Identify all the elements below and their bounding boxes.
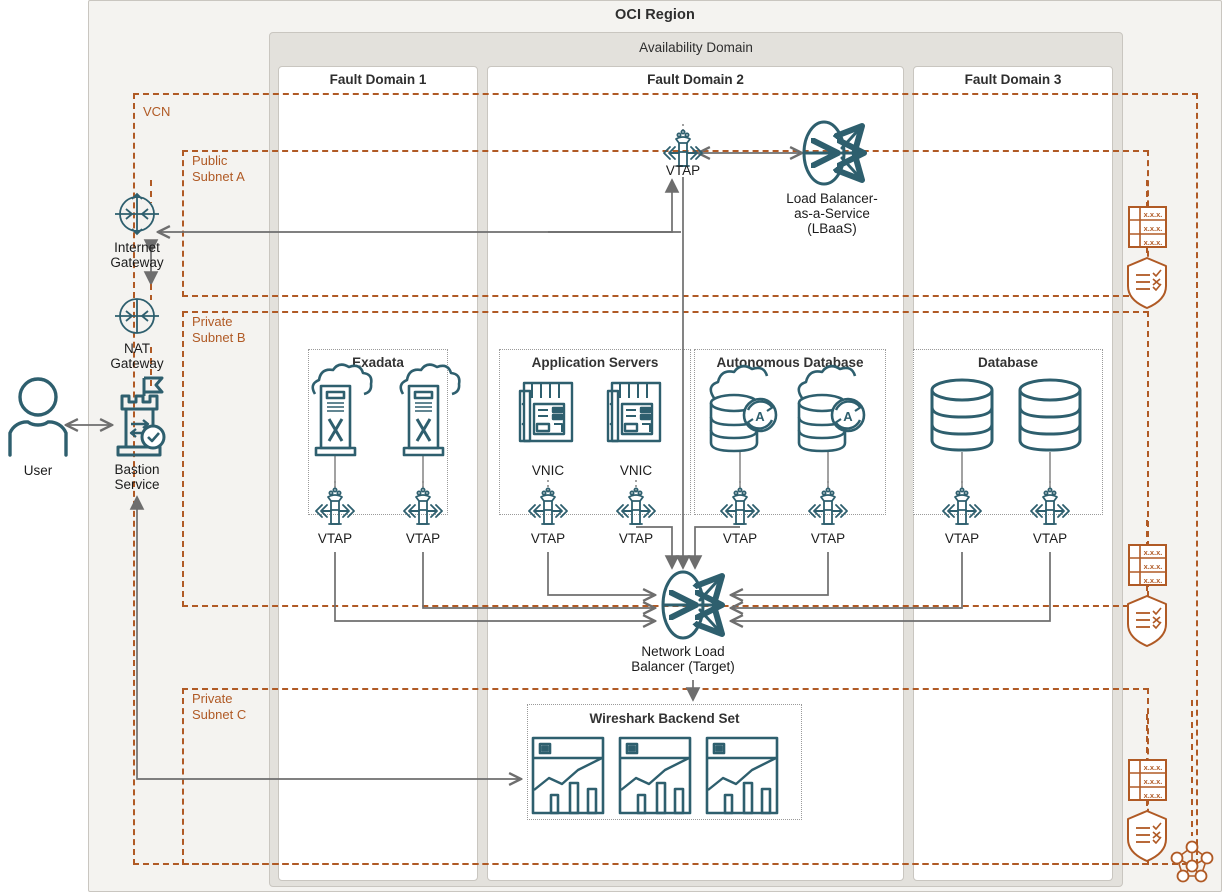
private-subnet-b-label-line2: Subnet B — [192, 330, 246, 345]
wireshark-backend-set-title: Wireshark Backend Set — [589, 711, 740, 726]
user-label: User — [23, 463, 53, 478]
bastion-service-label-line1: Bastion — [114, 462, 160, 477]
private-subnet-b-label: Private Subnet B — [192, 314, 246, 346]
user-icon — [8, 377, 68, 457]
fault-domain-3-title: Fault Domain 3 — [964, 72, 1062, 87]
internet-gateway-label-line1: Internet — [114, 240, 160, 255]
private-subnet-c-label: Private Subnet C — [192, 691, 246, 723]
vtap-label: VTAP — [1032, 531, 1068, 546]
public-subnet-a-label-line2: Subnet A — [192, 169, 245, 184]
database-group-title: Database — [977, 355, 1039, 370]
vtap-label: VTAP — [530, 531, 566, 546]
vtap-label: VTAP — [944, 531, 980, 546]
public-subnet-a-label: Public Subnet A — [192, 153, 245, 185]
nat-gateway-label-line1: NAT — [124, 341, 150, 356]
vtap-label: VTAP — [722, 531, 758, 546]
vnic-label: VNIC — [531, 463, 565, 478]
vtap-label: VTAP — [618, 531, 654, 546]
vtap-label: VTAP — [810, 531, 846, 546]
exadata-group — [308, 349, 448, 515]
exadata-group-title: Exadata — [352, 355, 404, 370]
oci-region-title: OCI Region — [615, 7, 695, 23]
lbaas-label-line3: (LBaaS) — [807, 221, 857, 236]
private-subnet-b-label-line1: Private — [192, 314, 233, 329]
public-subnet-a-label-line1: Public — [192, 153, 228, 168]
vnic-label: VNIC — [619, 463, 653, 478]
lbaas-label-line1: Load Balancer- — [786, 191, 878, 206]
bastion-service-label-line2: Service — [114, 477, 160, 492]
database-group — [913, 349, 1103, 515]
internet-gateway-label: Internet Gateway — [92, 240, 182, 270]
application-servers-group — [499, 349, 691, 515]
autonomous-database-group-title: Autonomous Database — [716, 355, 864, 370]
private-subnet-c-label-line1: Private — [192, 691, 233, 706]
nat-gateway-label: NAT Gateway — [92, 341, 182, 371]
nat-gateway-label-line2: Gateway — [110, 356, 164, 371]
bastion-service-label: Bastion Service — [92, 462, 182, 492]
lbaas-label: Load Balancer- as-a-Service (LBaaS) — [762, 191, 902, 236]
internet-gateway-label-line2: Gateway — [110, 255, 164, 270]
availability-domain-title: Availability Domain — [639, 40, 753, 55]
private-subnet-c-label-line2: Subnet C — [192, 707, 247, 722]
fault-domain-2-title: Fault Domain 2 — [647, 72, 744, 87]
nlb-label-line2: Balancer (Target) — [631, 659, 735, 674]
network-load-balancer-label: Network Load Balancer (Target) — [603, 644, 763, 674]
application-servers-group-title: Application Servers — [531, 355, 659, 370]
vtap-label: VTAP — [317, 531, 353, 546]
lbaas-label-line2: as-a-Service — [794, 206, 870, 221]
autonomous-database-group — [694, 349, 886, 515]
nlb-label-line1: Network Load — [641, 644, 725, 659]
vtap-label: VTAP — [665, 163, 701, 178]
vtap-label: VTAP — [405, 531, 441, 546]
vcn-label: VCN — [143, 104, 171, 119]
fault-domain-1-title: Fault Domain 1 — [329, 72, 427, 87]
